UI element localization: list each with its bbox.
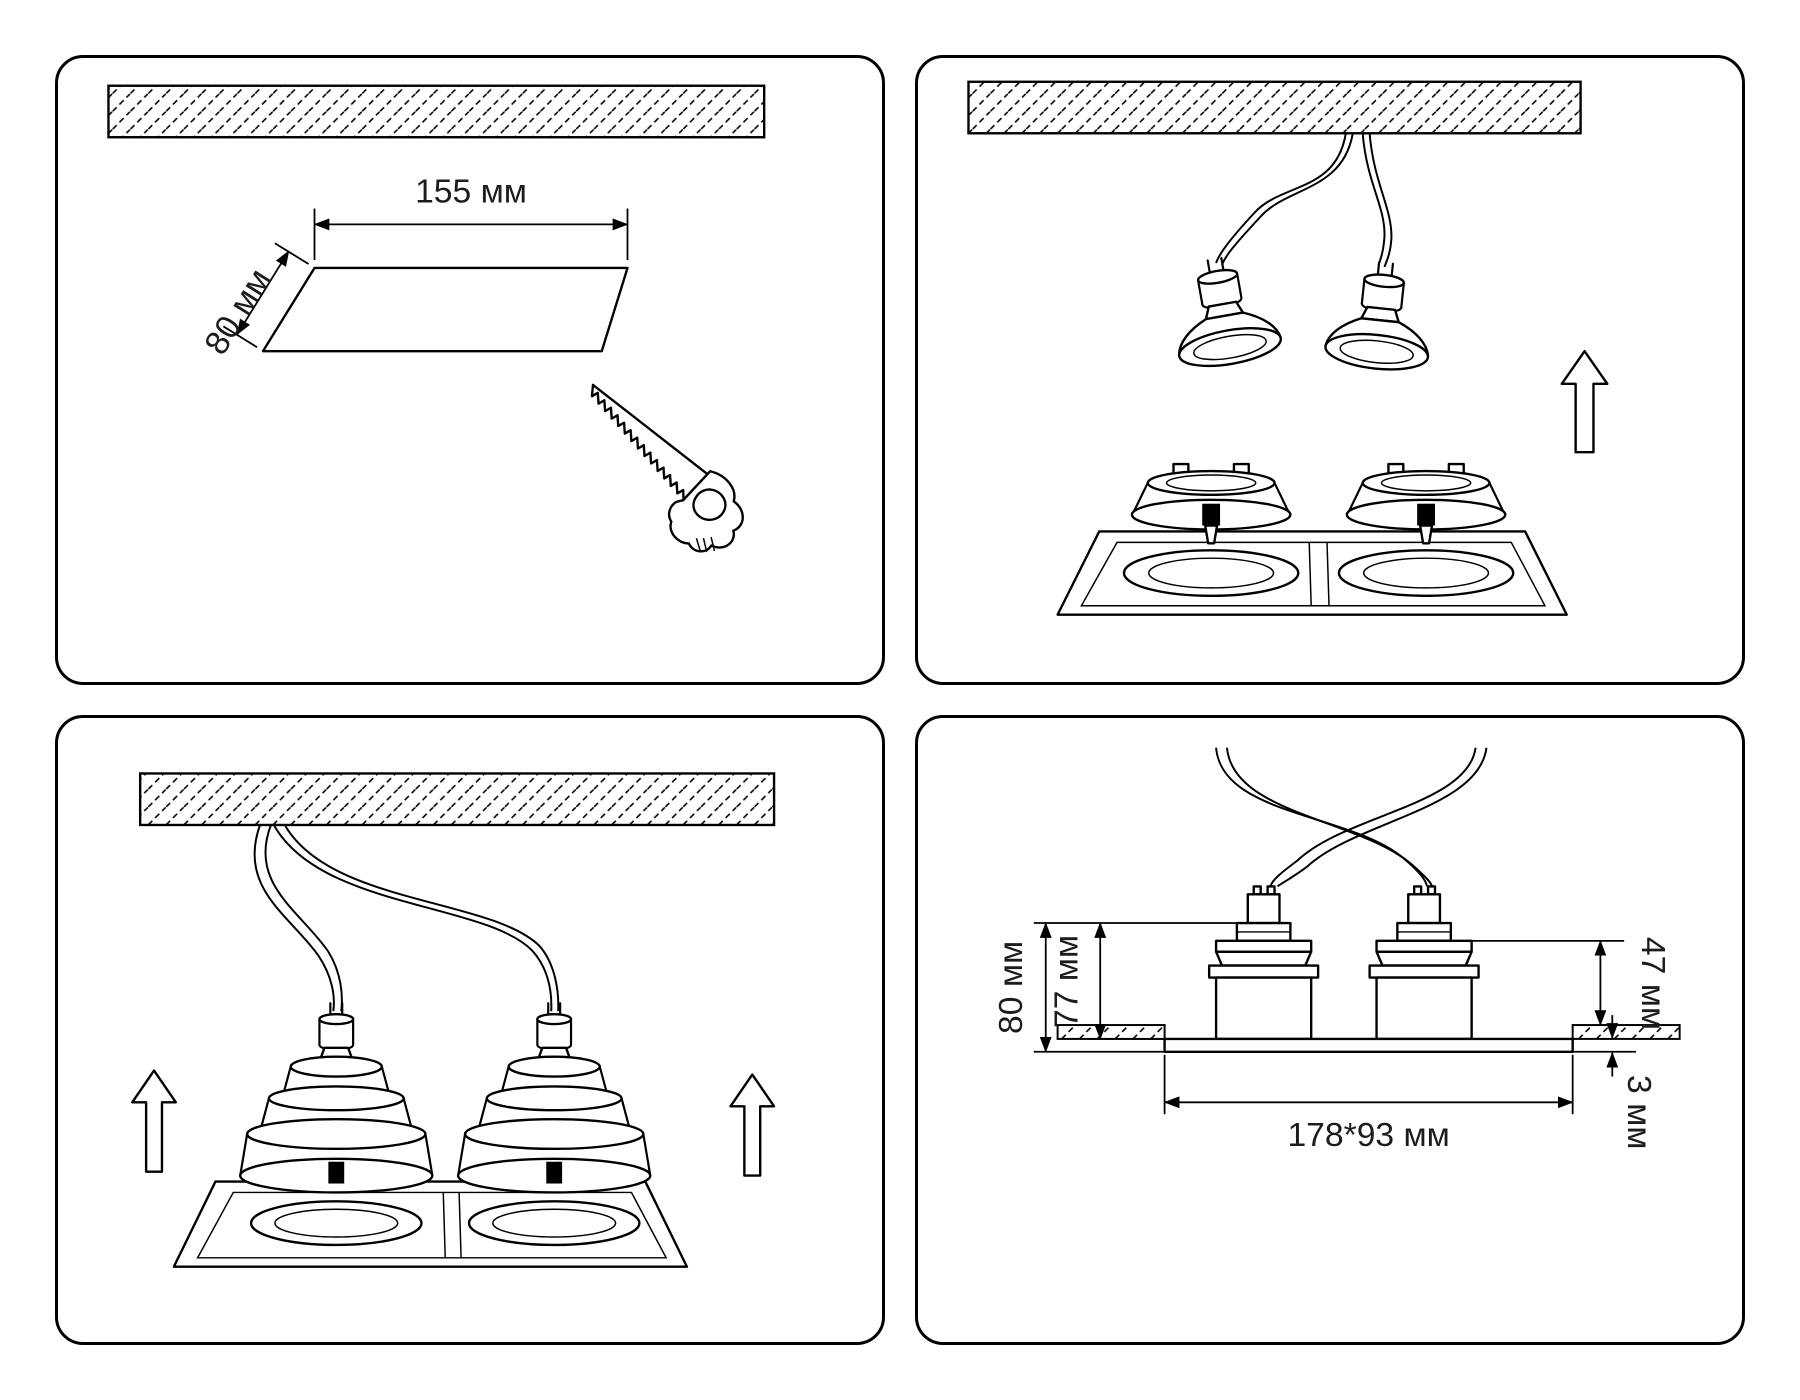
dimension-overall-height: 80 мм bbox=[993, 922, 1248, 1053]
dim-label-frame-size: 178*93 мм bbox=[1287, 1117, 1449, 1154]
fixture-frame bbox=[172, 1180, 689, 1268]
dim-label-hole-width: 155 мм bbox=[415, 174, 527, 211]
dim-label-body-height: 77 мм bbox=[1048, 935, 1085, 1028]
ceiling-cutout-outline bbox=[261, 266, 629, 353]
dimension-flange-thickness: 3 мм bbox=[1572, 1015, 1657, 1149]
fixture-side-view bbox=[1056, 885, 1681, 1053]
arrow-up-icon bbox=[1560, 349, 1609, 454]
step2-illustration bbox=[967, 80, 1609, 616]
lamp-bulb-left bbox=[1177, 256, 1282, 368]
supply-wires bbox=[1215, 747, 1488, 888]
arrow-up-icon bbox=[729, 1073, 776, 1177]
step1-illustration: 155 мм 80 мм bbox=[107, 84, 766, 553]
ceiling-hatch bbox=[967, 80, 1582, 135]
dimension-hole-width: 155 мм bbox=[313, 174, 629, 261]
panel-step-1-cut-hole: 155 мм 80 мм bbox=[55, 55, 885, 685]
arrow-up-icon bbox=[131, 1069, 178, 1173]
ceiling-hatch bbox=[1571, 1024, 1681, 1040]
dimension-frame-size: 178*93 мм bbox=[1163, 1054, 1574, 1154]
dim-label-recess-height: 47 мм bbox=[1634, 937, 1671, 1030]
supply-wires bbox=[253, 824, 560, 1012]
dimension-recess-height: 47 мм bbox=[1471, 937, 1671, 1030]
ceiling-hatch bbox=[138, 772, 776, 827]
mounting-cup-left bbox=[1130, 462, 1292, 545]
ceiling-hatch bbox=[107, 84, 766, 139]
panel-step-3-insert-fixture bbox=[55, 715, 885, 1345]
lamp-bulb-right bbox=[1324, 261, 1430, 371]
lamp-assembly-left bbox=[239, 1002, 434, 1194]
saw-icon bbox=[590, 383, 744, 553]
fixture-frame bbox=[1056, 530, 1568, 616]
dimension-body-height: 77 мм bbox=[1048, 922, 1107, 1040]
step3-illustration bbox=[131, 772, 776, 1268]
mounting-cup-right bbox=[1345, 462, 1507, 545]
dim-label-overall-height: 80 мм bbox=[993, 941, 1030, 1034]
step4-illustration: 80 мм 77 мм 47 мм 3 мм 178* bbox=[993, 747, 1681, 1154]
supply-wires bbox=[1215, 133, 1393, 268]
panel-step-4-dimensions: 80 мм 77 мм 47 мм 3 мм 178* bbox=[915, 715, 1745, 1345]
dim-label-flange-thickness: 3 мм bbox=[1620, 1075, 1657, 1149]
lamp-assembly-right bbox=[456, 1002, 652, 1194]
panel-step-2-connect-lamps bbox=[915, 55, 1745, 685]
